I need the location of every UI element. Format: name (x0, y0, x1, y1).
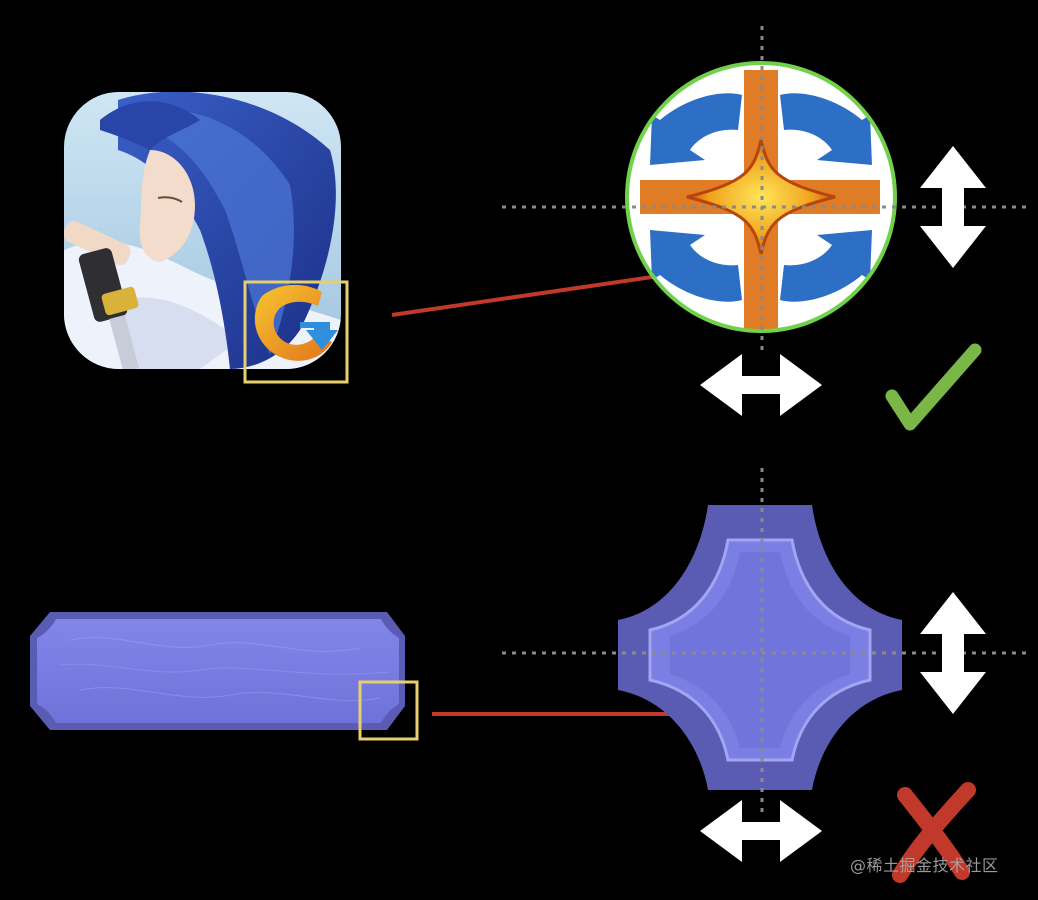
horizontal-double-arrow-icon (700, 800, 822, 862)
vertical-double-arrow-icon (920, 146, 986, 268)
watermark: @稀土掘金技术社区 (850, 856, 999, 875)
check-icon (885, 343, 982, 431)
app-icon (64, 92, 341, 369)
highlight-box (243, 280, 349, 384)
rounded-panel (30, 612, 405, 730)
panel-corner-icon (618, 505, 902, 790)
highlight-box (358, 680, 419, 741)
corner-badge-icon (254, 284, 338, 361)
cross-icon (892, 782, 976, 883)
vertical-double-arrow-icon (920, 592, 986, 714)
horizontal-double-arrow-icon (700, 354, 822, 416)
circular-badge-icon (625, 61, 897, 333)
